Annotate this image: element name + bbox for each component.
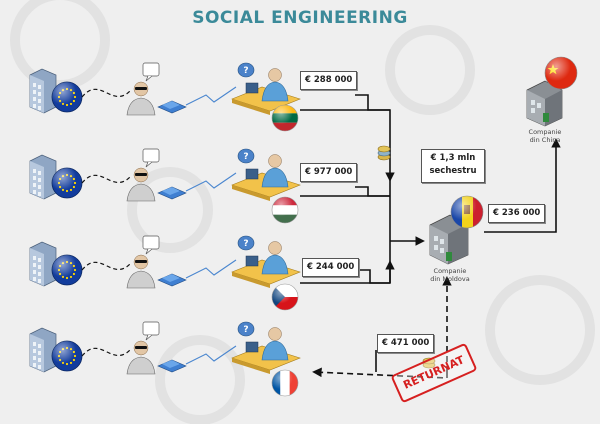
china-flag-icon bbox=[544, 56, 578, 90]
dashed-connector bbox=[81, 88, 131, 98]
page-title: SOCIAL ENGINEERING bbox=[192, 8, 408, 28]
china-company bbox=[526, 56, 578, 127]
phone-wire bbox=[185, 345, 237, 365]
amount-label-returned: € 471 000 bbox=[377, 334, 435, 353]
actor-row: ? bbox=[29, 62, 301, 132]
seized-amount: € 1,3 mln bbox=[430, 153, 476, 163]
moldova-caption-line2: din Moldova bbox=[430, 275, 470, 283]
coin-stack-icon bbox=[422, 357, 436, 369]
returned-arrow bbox=[312, 367, 448, 379]
employee-desk-icon bbox=[231, 154, 301, 201]
building-icon bbox=[29, 241, 57, 287]
hacker-icon bbox=[126, 340, 156, 375]
company-building-icon bbox=[429, 214, 469, 265]
flow-arrows bbox=[300, 94, 561, 379]
svg-text:?: ? bbox=[243, 325, 248, 335]
amount-label-row3: € 244 000 bbox=[302, 258, 360, 277]
flow-arrow-row2 bbox=[355, 186, 390, 197]
phone-wire bbox=[185, 86, 237, 106]
actor-row: ? bbox=[29, 148, 301, 224]
phone-wire bbox=[185, 172, 237, 192]
phone-wire bbox=[185, 259, 237, 279]
question-bubble-icon: ? bbox=[237, 62, 255, 78]
to-china-arrow bbox=[484, 138, 561, 233]
question-bubble-icon: ? bbox=[237, 321, 255, 337]
phone-icon bbox=[157, 100, 187, 114]
employee-desk-icon bbox=[231, 68, 301, 115]
china-caption-line2: din China bbox=[529, 136, 561, 144]
speech-bubble-icon bbox=[142, 235, 160, 255]
question-bubble-icon: ? bbox=[237, 148, 255, 164]
eu-globe-icon bbox=[51, 81, 83, 113]
actor-rows: ???? bbox=[29, 62, 301, 397]
eu-globe-icon bbox=[51, 340, 83, 372]
amount-label-row2: € 977 000 bbox=[300, 163, 358, 182]
dashed-connector bbox=[81, 347, 131, 357]
moldova-company bbox=[429, 195, 484, 265]
actor-row: ? bbox=[29, 321, 301, 397]
hungary-flag-icon bbox=[271, 196, 299, 224]
dashed-connector bbox=[81, 261, 131, 271]
moldova-company-caption: Companie din Moldova bbox=[410, 267, 490, 283]
building-icon bbox=[29, 327, 57, 373]
dashed-connector bbox=[81, 174, 131, 184]
company-building-icon bbox=[526, 80, 563, 127]
eu-globe-icon bbox=[51, 254, 83, 286]
moldova-caption-line1: Companie bbox=[433, 267, 467, 275]
phone-icon bbox=[157, 186, 187, 200]
phone-icon bbox=[157, 359, 187, 373]
czech-republic-flag-icon bbox=[271, 283, 299, 311]
amount-label-row1: € 288 000 bbox=[300, 71, 358, 90]
france-flag-icon bbox=[271, 369, 299, 397]
employee-desk-icon bbox=[231, 241, 301, 288]
hacker-icon bbox=[126, 167, 156, 202]
speech-bubble-icon bbox=[142, 321, 160, 341]
flow-arrow-row1 bbox=[355, 94, 395, 182]
china-company-caption: Companie din China bbox=[505, 128, 585, 144]
building-icon bbox=[29, 68, 57, 114]
flow-arrow-row3 bbox=[357, 260, 395, 284]
svg-text:?: ? bbox=[243, 66, 248, 76]
question-bubble-icon: ? bbox=[237, 235, 255, 251]
speech-bubble-icon bbox=[142, 148, 160, 168]
moldova-flag-icon bbox=[450, 195, 484, 229]
hacker-icon bbox=[126, 254, 156, 289]
seized-amount-box: € 1,3 mln sechestru bbox=[421, 149, 485, 183]
phone-icon bbox=[157, 273, 187, 287]
eu-globe-icon bbox=[51, 167, 83, 199]
building-icon bbox=[29, 154, 57, 200]
amount-label-china: € 236 000 bbox=[488, 204, 546, 223]
actor-row: ? bbox=[29, 235, 301, 311]
coin-stack-icon bbox=[377, 145, 391, 161]
china-caption-line1: Companie bbox=[528, 128, 562, 136]
hacker-icon bbox=[126, 81, 156, 116]
speech-bubble-icon bbox=[142, 62, 160, 82]
seized-label: sechestru bbox=[429, 166, 477, 176]
svg-text:?: ? bbox=[243, 239, 248, 249]
employee-desk-icon bbox=[231, 327, 301, 374]
lithuania-flag-icon bbox=[271, 104, 299, 132]
svg-text:?: ? bbox=[243, 152, 248, 162]
